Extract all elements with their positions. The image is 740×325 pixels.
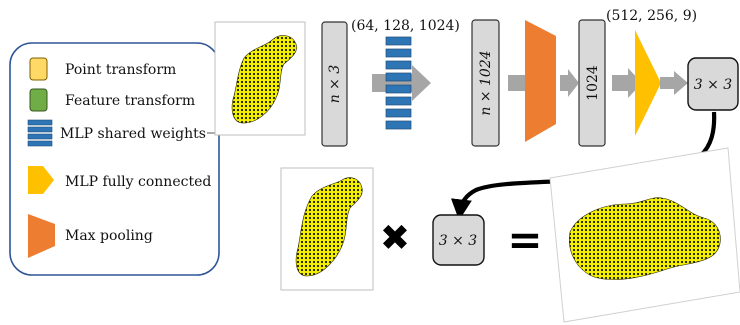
- input-matrix-label: n × 3: [327, 65, 343, 104]
- max-pooling-block: [525, 20, 556, 142]
- output-matrix-label: 3 × 3: [694, 77, 733, 93]
- mlp-fully-connected-block: [635, 30, 661, 136]
- feature-matrix-label: n × 1024: [478, 50, 494, 115]
- output-matrix-box: [687, 57, 739, 111]
- mlp-fully-connected-icon: [28, 166, 54, 194]
- transform-matrix-box: [432, 214, 485, 266]
- legend-frame: [9, 42, 220, 276]
- arrow-to-fc-block: [612, 68, 642, 98]
- multiply-symbol: ✖: [380, 218, 410, 259]
- max-pooling-icon: [28, 214, 55, 258]
- legend-label-feature-transform: Feature transform: [65, 93, 195, 109]
- mlp-shared-weights-icon: [27, 119, 53, 147]
- global-feature-label: 1024: [585, 65, 601, 101]
- input-matrix-box: [321, 21, 348, 147]
- legend: Point transform Feature transform MLP sh…: [9, 42, 225, 276]
- shared-mlp-dims-label: (64, 128, 1024): [351, 18, 460, 34]
- transform-equation: ✖ 3 × 3 =: [280, 147, 740, 323]
- arrow-to-mlp-fc: [560, 69, 579, 97]
- transformed-point-cloud-image: [549, 147, 740, 323]
- shared-mlp-stack: [385, 36, 412, 130]
- legend-label-mlp-fully-connected: MLP fully connected: [65, 174, 211, 190]
- input-point-cloud-copy: [280, 167, 374, 291]
- point-transform-swatch: [29, 57, 48, 81]
- arrow-to-output: [660, 71, 688, 95]
- arrow-shared-mlp: [372, 65, 431, 101]
- pipeline: n × 3 (64, 128, 1024) n × 1024 1024 (512…: [321, 8, 739, 221]
- feature-matrix-box: [471, 19, 500, 147]
- transform-matrix-label: 3 × 3: [439, 233, 478, 249]
- legend-label-point-transform: Point transform: [65, 62, 176, 78]
- feature-transform-swatch: [29, 88, 48, 112]
- legend-label-max-pooling: Max pooling: [65, 228, 153, 244]
- input-point-cloud-image: [214, 21, 306, 136]
- equals-symbol: =: [507, 215, 542, 264]
- fc-dims-label: (512, 256, 9): [606, 8, 697, 24]
- legend-label-mlp-shared-weights: MLP shared weights: [60, 126, 206, 142]
